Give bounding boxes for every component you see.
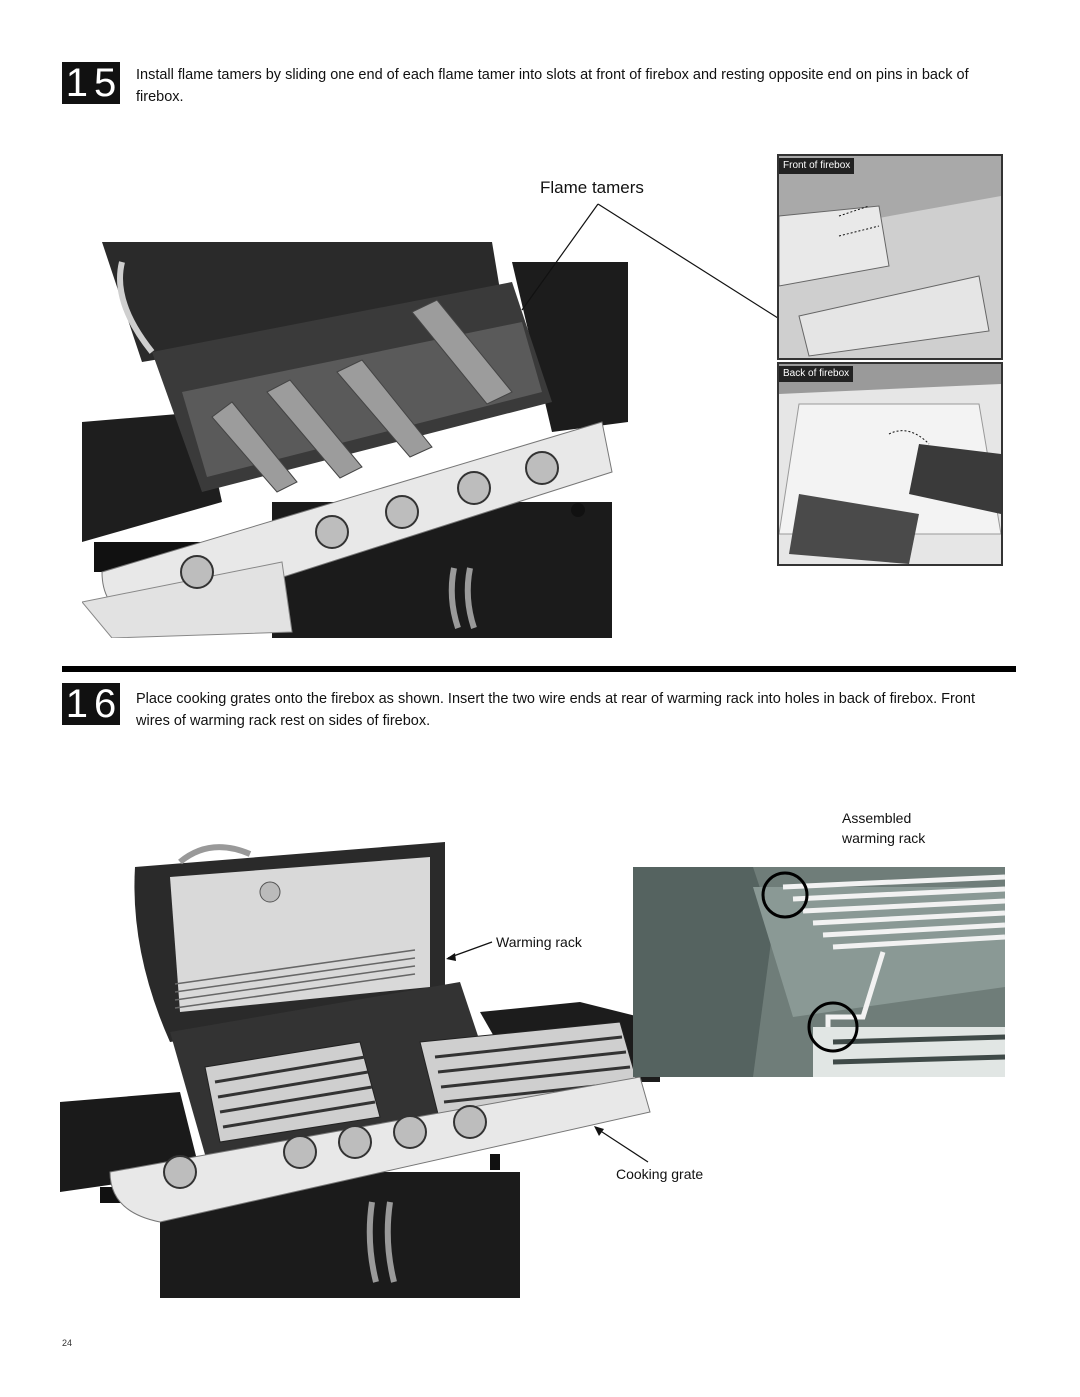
- section-divider: [62, 666, 1016, 672]
- step-15-number: 15: [62, 62, 120, 104]
- back-of-firebox-label: Back of firebox: [779, 366, 854, 382]
- page-number: 24: [62, 1338, 73, 1348]
- grill-cooking-grates-illustration: [60, 842, 660, 1298]
- cooking-grate-label: Cooking grate: [616, 1166, 704, 1182]
- flame-tamers-callout: Flame tamers: [540, 178, 644, 197]
- step-15-instructions: Install flame tamers by sliding one end …: [136, 67, 969, 105]
- front-of-firebox-inset: [777, 154, 1003, 360]
- step-16-number: 16: [62, 683, 120, 725]
- grill-flame-tamers-illustration: [82, 242, 628, 638]
- step-16-instructions: Place cooking grates onto the firebox as…: [136, 691, 976, 729]
- assembled-label-line2: warming rack: [842, 830, 926, 846]
- warming-rack-label: Warming rack: [496, 934, 582, 950]
- assembled-warming-rack-photo: [633, 867, 1005, 1077]
- front-of-firebox-label: Front of firebox: [779, 158, 855, 174]
- assembled-warming-rack-label: Assembled warming rack: [842, 808, 925, 848]
- back-of-firebox-inset: [777, 362, 1003, 566]
- assembled-label-line1: Assembled: [842, 810, 912, 826]
